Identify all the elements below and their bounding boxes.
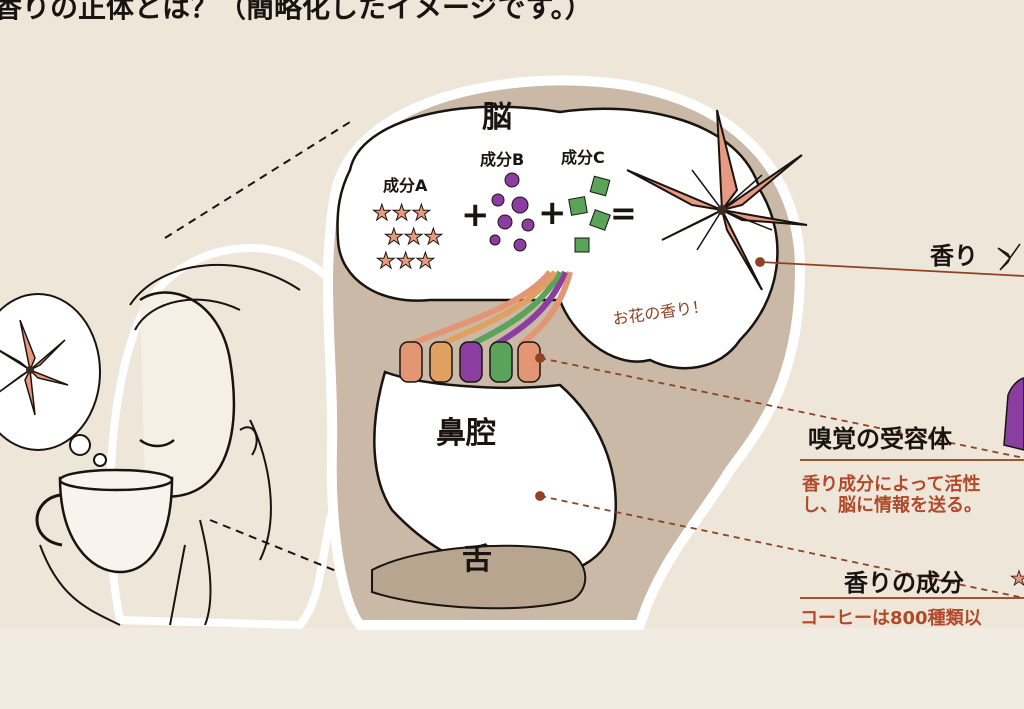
person-ear — [239, 426, 258, 456]
brain-label: 脳 — [482, 100, 512, 135]
component-b-spheres — [489, 172, 535, 252]
olfactory-receptors — [399, 270, 573, 383]
small-flower-icon — [0, 319, 69, 416]
callout-aroma-heading: 香り — [930, 242, 978, 270]
brain-shape — [336, 105, 779, 370]
person-neck — [169, 519, 212, 626]
zoom-line-top — [164, 121, 351, 239]
component-b-label: 成分B — [480, 150, 525, 169]
right-receptor-icon — [1003, 377, 1024, 451]
component-c-label: 成分C — [561, 148, 605, 167]
callout-components-heading: 香りの成分 — [844, 569, 964, 597]
large-flower-icon — [626, 109, 808, 291]
callout-receptor-line-1: 香り成分によって活性 — [802, 474, 981, 495]
zoom-line-bottom — [209, 519, 409, 601]
component-c-cubes — [568, 175, 611, 253]
coffee-cup — [35, 468, 174, 626]
person-eye — [139, 438, 175, 448]
tongue-shape — [371, 544, 587, 610]
callout-components-line-1: コーヒーは800種類以 — [800, 608, 982, 629]
plus-sign-1: + — [461, 195, 490, 235]
right-flower-icon — [997, 243, 1021, 271]
plus-sign-2: + — [538, 193, 567, 233]
nasal-cavity-label: 鼻腔 — [436, 416, 496, 451]
svg-text:★★★: ★★★ — [384, 225, 443, 250]
callout-receptor-line-2: し、脳に情報を送る。 — [802, 495, 982, 516]
tongue-label: 舌 — [462, 542, 492, 577]
svg-text:★★★: ★★★ — [376, 249, 435, 274]
equals-sign: = — [610, 194, 637, 232]
callout-receptor-heading: 嗅覚の受容体 — [808, 425, 952, 453]
right-star-icon: ★ — [1010, 566, 1024, 590]
page-title: 香りの正体とは？（簡略化したイメージです。） — [0, 0, 593, 24]
component-a-stars: ★★★ ★★★ ★★★ — [372, 201, 444, 275]
svg-text:★★★: ★★★ — [372, 201, 431, 226]
callout-lines — [535, 257, 1024, 599]
thought-bubble — [0, 293, 107, 467]
bottom-strip — [0, 628, 1024, 709]
component-a-label: 成分A — [383, 176, 428, 195]
nasal-cavity-shape — [373, 370, 617, 578]
